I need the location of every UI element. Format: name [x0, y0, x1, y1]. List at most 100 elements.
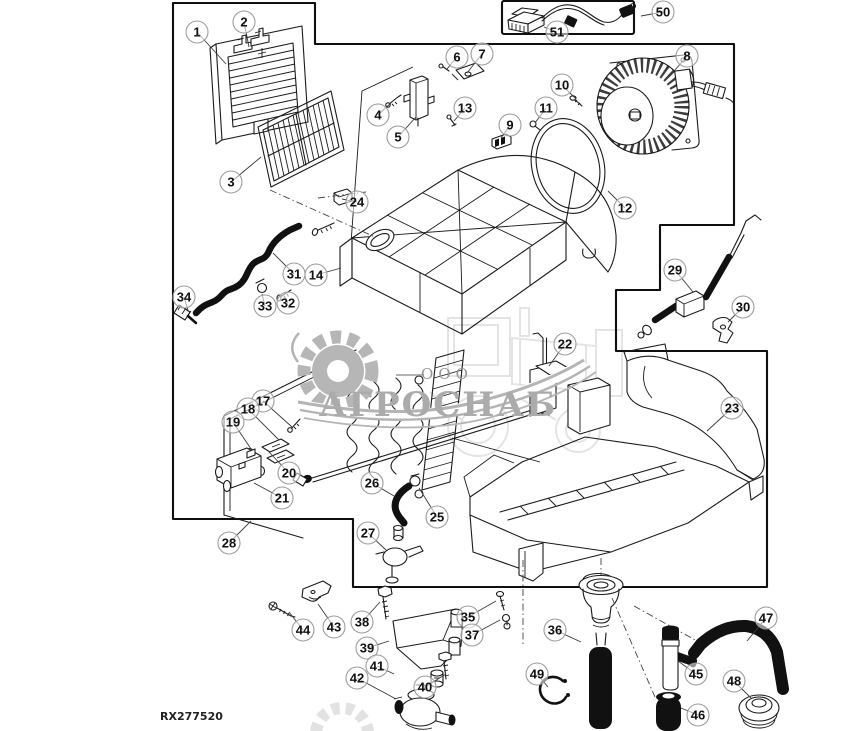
svg-text:45: 45 — [689, 667, 703, 682]
svg-text:26: 26 — [365, 476, 379, 491]
gear-icon — [297, 330, 379, 412]
callout-19: 19 — [221, 410, 252, 450]
callout-45: 45 — [677, 660, 708, 686]
callout-42: 42 — [345, 666, 397, 700]
alignment-axis-filter — [269, 189, 376, 238]
svg-text:46: 46 — [691, 708, 705, 723]
part-29-drain-hose — [637, 214, 762, 339]
svg-text:41: 41 — [370, 659, 384, 674]
svg-text:7: 7 — [478, 47, 485, 62]
callout-10: 10 — [550, 73, 577, 100]
svg-text:32: 32 — [281, 296, 295, 311]
callout-20: 20 — [268, 451, 301, 485]
svg-text:13: 13 — [458, 101, 472, 116]
part-17-screw — [287, 418, 301, 433]
callout-28: 28 — [217, 520, 252, 555]
part-6-screw — [438, 63, 450, 72]
part-1-frame — [209, 25, 309, 145]
svg-text:48: 48 — [727, 674, 741, 689]
callout-1: 1 — [185, 20, 227, 65]
callout-48: 48 — [722, 669, 752, 699]
svg-text:11: 11 — [539, 101, 553, 116]
part-46-tube — [656, 692, 681, 731]
svg-text:23: 23 — [725, 401, 739, 416]
part-10-screw — [569, 95, 583, 107]
svg-text:33: 33 — [258, 299, 272, 314]
svg-text:17: 17 — [256, 394, 270, 409]
callout-49: 49 — [525, 662, 549, 688]
svg-text:43: 43 — [327, 620, 341, 635]
watermark-prefix: ООО — [421, 365, 473, 383]
callout-22: 22 — [548, 332, 577, 367]
callout-2: 2 — [232, 10, 256, 48]
svg-text:4: 4 — [374, 108, 382, 123]
callout-4: 4 — [366, 100, 394, 127]
callout-50: 50 — [640, 0, 675, 24]
watermark-logo: ООО АГРОСНАБ — [291, 330, 597, 429]
callout-34: 34 — [172, 285, 196, 311]
svg-text:25: 25 — [430, 510, 444, 525]
callout-24: 24 — [341, 190, 369, 214]
part-drawings — [173, 2, 789, 731]
svg-text:22: 22 — [558, 337, 572, 352]
callout-43: 43 — [317, 603, 346, 639]
svg-text:12: 12 — [618, 201, 632, 216]
part-36-funnel — [578, 558, 624, 729]
callout-23: 23 — [706, 396, 744, 432]
callout-9: 9 — [498, 113, 522, 139]
axis-line-36-45 — [611, 597, 656, 698]
svg-text:36: 36 — [548, 623, 562, 638]
callout-13: 13 — [453, 96, 477, 122]
part-38-bolt — [377, 585, 393, 620]
callout-31: 31 — [272, 252, 306, 286]
svg-text:34: 34 — [177, 290, 192, 305]
callout-51: 51 — [543, 20, 569, 44]
callout-29: 29 — [663, 258, 694, 293]
part-31-hose — [192, 222, 303, 317]
part-47-hose — [688, 619, 789, 695]
svg-text:19: 19 — [226, 415, 240, 430]
svg-text:3: 3 — [227, 175, 234, 190]
part-43-clamp — [301, 580, 332, 602]
svg-text:44: 44 — [296, 623, 311, 638]
callout-7: 7 — [466, 42, 494, 74]
part-39-bracket — [392, 608, 464, 670]
part-44-screw — [268, 601, 296, 618]
callout-33: 33 — [253, 293, 277, 318]
part-23-lower-housing — [451, 343, 765, 588]
part-33-clamp — [255, 278, 268, 294]
part-40-bolt — [438, 651, 452, 680]
swoosh — [297, 358, 597, 429]
part-49-snap-ring — [538, 675, 570, 705]
callout-11: 11 — [534, 96, 558, 124]
part-35-screw — [495, 590, 506, 611]
callout-8: 8 — [668, 44, 699, 78]
svg-text:29: 29 — [668, 263, 682, 278]
callout-18: 18 — [236, 397, 280, 441]
callout-21: 21 — [253, 482, 294, 510]
watermark-brand: АГРОСНАБ — [319, 385, 557, 425]
svg-text:28: 28 — [222, 536, 236, 551]
main-group-border — [171, 1, 769, 589]
callout-37: 37 — [460, 619, 501, 647]
part-34-fitting — [173, 304, 198, 325]
callout-38: 38 — [350, 601, 381, 634]
callout-5: 5 — [386, 116, 417, 149]
part-26-hose — [391, 482, 413, 527]
svg-text:1: 1 — [193, 25, 200, 40]
svg-text:2: 2 — [240, 15, 247, 30]
part-48-grommet — [738, 694, 780, 729]
svg-text:20: 20 — [282, 466, 296, 481]
svg-text:30: 30 — [736, 300, 750, 315]
part-21-valve — [214, 447, 262, 493]
callout-46: 46 — [680, 703, 710, 727]
svg-text:39: 39 — [360, 641, 374, 656]
svg-text:10: 10 — [555, 78, 569, 93]
part-27-valve — [375, 524, 424, 584]
callout-25: 25 — [418, 487, 449, 529]
svg-text:6: 6 — [453, 50, 460, 65]
svg-text:8: 8 — [683, 49, 690, 64]
svg-text:21: 21 — [275, 491, 289, 506]
